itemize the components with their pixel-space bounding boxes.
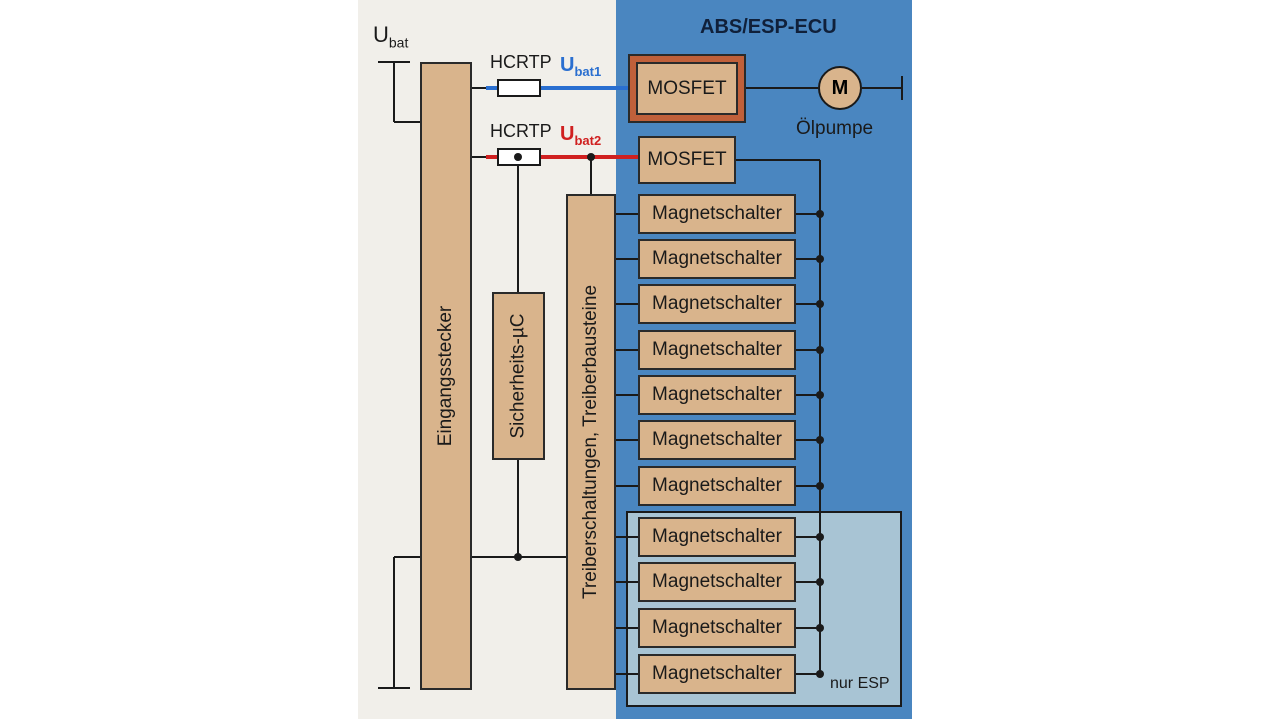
bus-junction (816, 391, 824, 399)
bus-junction (816, 255, 824, 263)
solenoid-box: Magnetschalter (638, 284, 796, 324)
bus-junction (816, 436, 824, 444)
solenoid-label: Magnetschalter (652, 429, 782, 450)
solenoid-label: Magnetschalter (652, 663, 782, 684)
solenoid-label: Magnetschalter (652, 475, 782, 496)
fuse-label-1: HCRTP (490, 52, 552, 72)
solenoid-label: Magnetschalter (652, 339, 782, 360)
solenoid-box: Magnetschalter (638, 562, 796, 602)
bus-junction (816, 210, 824, 218)
fuse-label-2: HCRTP (490, 121, 552, 141)
pump-label: Ölpumpe (796, 118, 874, 139)
ubat1-subscript: bat1 (574, 64, 602, 79)
safety-uc-label: Sicherheits-µC (507, 313, 529, 439)
solenoid-box: Magnetschalter (638, 239, 796, 279)
input-connector-block: Eingangsstecker (420, 62, 472, 690)
solenoid-box: Magnetschalter (638, 420, 796, 460)
drivers-label: Treiberschaltungen, Treiberbausteine (580, 284, 602, 600)
ubat-label: Ubat (373, 22, 408, 50)
mosfet2-label: MOSFET (647, 149, 727, 170)
solenoid-label: Magnetschalter (652, 293, 782, 314)
mosfet2-block: MOSFET (638, 136, 736, 184)
solenoid-box: Magnetschalter (638, 466, 796, 506)
ubat2-label: Ubat2 (560, 123, 601, 148)
solenoid-box: Magnetschalter (638, 330, 796, 370)
ecu-title: ABS/ESP-ECU (700, 16, 837, 38)
mosfet1-block: MOSFET (636, 62, 738, 115)
motor-circle: M (818, 66, 862, 110)
bus-junction (816, 346, 824, 354)
ubat1-label: Ubat1 (560, 54, 601, 79)
solenoid-label: Magnetschalter (652, 571, 782, 592)
solenoid-label: Magnetschalter (652, 526, 782, 547)
solenoid-label: Magnetschalter (652, 384, 782, 405)
esp-only-label: nur ESP (830, 675, 890, 692)
bus-junction (816, 300, 824, 308)
solenoid-label: Magnetschalter (652, 248, 782, 269)
ubat-subscript: bat (388, 34, 409, 51)
ubat1-symbol: U (560, 54, 575, 76)
input-connector-label: Eingangsstecker (435, 305, 456, 447)
ubat2-symbol: U (560, 123, 575, 145)
mosfet1-label: MOSFET (647, 77, 727, 99)
solenoid-box: Magnetschalter (638, 608, 796, 648)
motor-label: M (831, 76, 849, 99)
solenoid-box: Magnetschalter (638, 194, 796, 234)
bus-junction (816, 482, 824, 490)
ubat2-subscript: bat2 (574, 133, 602, 148)
solenoid-box: Magnetschalter (638, 654, 796, 694)
safety-uc-block: Sicherheits-µC (492, 292, 545, 460)
bus-junction (816, 533, 824, 541)
bus-junction (816, 670, 824, 678)
drivers-block: Treiberschaltungen, Treiberbausteine (566, 194, 616, 690)
ubat-symbol: U (373, 22, 389, 47)
solenoid-label: Magnetschalter (652, 617, 782, 638)
solenoid-box: Magnetschalter (638, 517, 796, 557)
solenoid-label: Magnetschalter (652, 203, 782, 224)
solenoid-box: Magnetschalter (638, 375, 796, 415)
bus-junction (816, 578, 824, 586)
bus-junction (816, 624, 824, 632)
